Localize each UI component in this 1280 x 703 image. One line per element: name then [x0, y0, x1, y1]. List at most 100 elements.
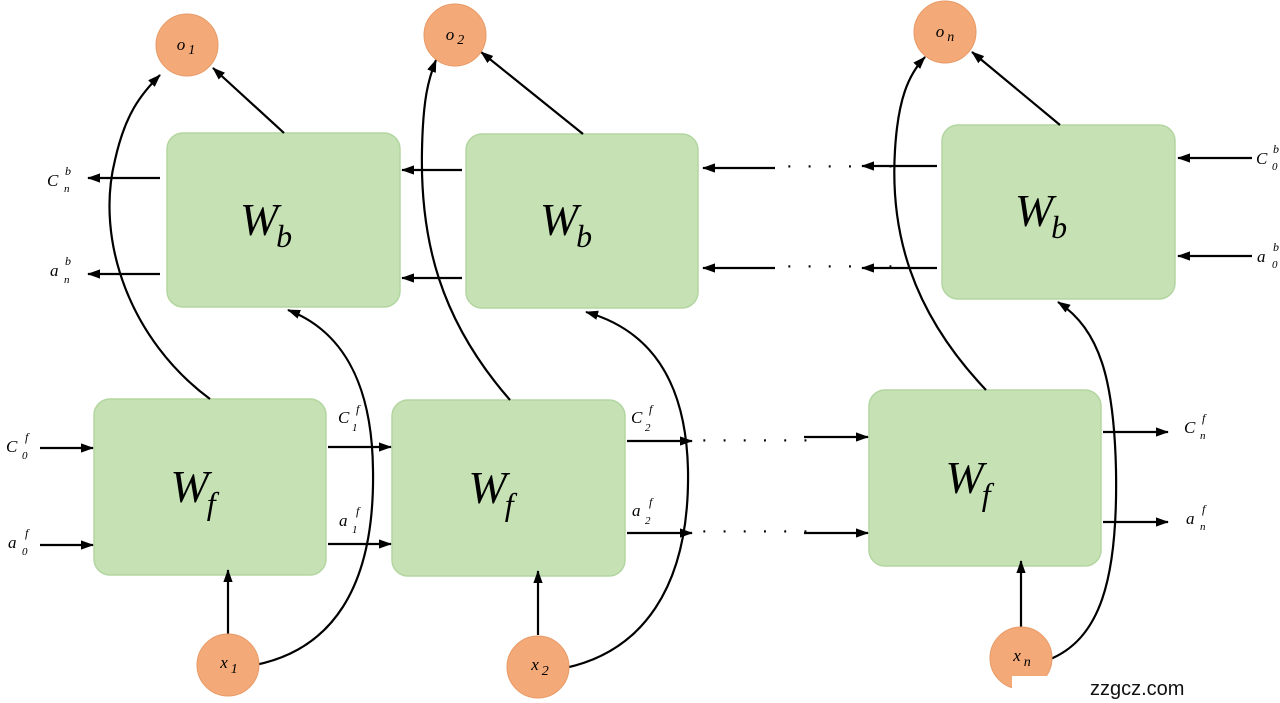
output-label-sub: 1: [188, 43, 195, 58]
backward-a-ellipsis: · · · · · ·: [786, 255, 898, 277]
svg-text:n: n: [1200, 430, 1206, 442]
svg-text:a: a: [1186, 509, 1195, 528]
svg-text:x2: x2: [530, 655, 549, 679]
backward-output-arrow-1: [212, 67, 285, 134]
cell-label-sub: b: [576, 218, 592, 254]
svg-text:o2: o2: [446, 25, 465, 48]
svg-text:f: f: [25, 526, 30, 540]
watermark-text: zzgcz.com: [1090, 678, 1185, 700]
backward-cell-1: Wb: [166, 132, 401, 308]
svg-text:0: 0: [1272, 259, 1278, 271]
backward-output-arrow-2: [480, 51, 584, 135]
state-label-a-0-f: a f 0: [8, 526, 30, 558]
forward-output-curve-n: [893, 56, 987, 391]
svg-text:b: b: [65, 254, 71, 268]
input-label-sub: n: [1024, 655, 1031, 670]
cell-label: W: [240, 194, 282, 245]
forward-a-ellipsis: · · · · · ·: [701, 520, 813, 542]
svg-text:a: a: [632, 501, 641, 520]
forward-output-curve-2: [420, 59, 511, 401]
svg-text:f: f: [649, 495, 654, 509]
svg-text:a: a: [8, 533, 17, 552]
svg-text:f: f: [25, 430, 30, 444]
backward-cell-2: Wb: [465, 133, 699, 309]
svg-text:xn: xn: [1012, 646, 1031, 670]
svg-text:f: f: [356, 402, 361, 416]
svg-text:C: C: [1256, 149, 1268, 168]
input-label: x: [219, 653, 228, 672]
input-label: x: [530, 655, 539, 674]
forward-output-curve-1: [108, 74, 211, 400]
svg-text:n: n: [1200, 521, 1206, 533]
svg-text:1: 1: [352, 422, 358, 434]
svg-text:f: f: [1202, 502, 1207, 516]
svg-text:2: 2: [645, 422, 651, 434]
svg-text:n: n: [64, 183, 70, 195]
svg-text:C: C: [6, 437, 18, 456]
state-label-a-0-b: a b 0: [1257, 240, 1279, 271]
cell-label: W: [945, 452, 987, 503]
svg-text:b: b: [1273, 240, 1279, 254]
svg-text:C: C: [338, 408, 350, 427]
input-curve-1: [254, 308, 375, 667]
state-label-a-1-f: a f 1: [339, 504, 361, 536]
forward-c-ellipsis: · · · · · ·: [701, 429, 813, 451]
state-label-a-2-f: a f 2: [632, 495, 654, 527]
forward-cell-1: Wf: [93, 398, 327, 576]
svg-text:a: a: [1257, 247, 1266, 266]
input-label-sub: 2: [542, 664, 549, 679]
backward-c-ellipsis: · · · · · ·: [786, 155, 898, 177]
svg-text:f: f: [1202, 411, 1207, 425]
cell-label-sub: b: [276, 218, 292, 254]
svg-text:Wb: Wb: [540, 194, 592, 254]
state-label-a-n-f: a f n: [1186, 502, 1207, 533]
svg-text:Wb: Wb: [1015, 185, 1067, 245]
svg-text:2: 2: [645, 515, 651, 527]
state-label-c-n-b: C b n: [47, 164, 71, 195]
watermark-backdrop: [1012, 676, 1280, 703]
cell-label: W: [468, 462, 510, 513]
input-curve-n: [1047, 301, 1118, 662]
svg-text:0: 0: [22, 546, 28, 558]
cell-label: W: [540, 194, 582, 245]
output-label-sub: 2: [457, 33, 464, 48]
svg-text:f: f: [649, 402, 654, 416]
backward-cell-n: Wb: [941, 124, 1176, 300]
svg-text:b: b: [65, 164, 71, 178]
svg-text:on: on: [936, 22, 955, 45]
svg-text:o1: o1: [177, 35, 196, 58]
svg-text:f: f: [356, 504, 361, 518]
svg-text:0: 0: [22, 450, 28, 462]
cell-label: W: [1015, 185, 1057, 236]
svg-text:n: n: [64, 274, 70, 286]
svg-text:C: C: [1184, 418, 1196, 437]
svg-text:a: a: [339, 511, 348, 530]
state-label-c-0-f: C f 0: [6, 430, 30, 462]
svg-text:b: b: [1273, 142, 1279, 156]
svg-text:C: C: [631, 408, 643, 427]
input-label: x: [1012, 646, 1021, 665]
input-label-sub: 1: [231, 662, 238, 677]
svg-text:a: a: [50, 261, 59, 280]
forward-cell-2: Wf: [391, 399, 626, 577]
input-curve-2: [564, 310, 690, 670]
svg-text:C: C: [47, 171, 59, 190]
output-label: o: [446, 25, 455, 44]
state-label-c-n-f: C f n: [1184, 411, 1207, 442]
state-label-c-2-f: C f 2: [631, 402, 654, 434]
output-label: o: [177, 35, 186, 54]
state-label-c-1-f: C f 1: [338, 402, 361, 434]
state-label-c-0-b: C b 0: [1256, 142, 1279, 173]
state-label-a-n-b: a b n: [50, 254, 71, 286]
forward-cell-n: Wf: [868, 389, 1102, 567]
svg-text:Wb: Wb: [240, 194, 292, 254]
svg-text:1: 1: [352, 524, 358, 536]
cell-label: W: [170, 461, 212, 512]
output-label: o: [936, 22, 945, 41]
